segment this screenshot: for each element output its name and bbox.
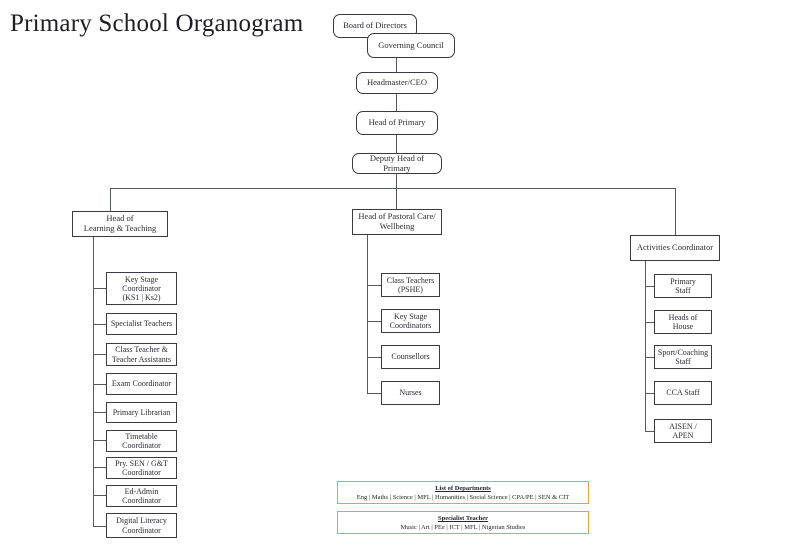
connector-head-primary-to-deputy <box>396 135 397 153</box>
connector-stub-learning-6 <box>93 440 106 441</box>
connector-deputy-to-bus <box>396 174 397 188</box>
node-counsellors[interactable]: Counsellors <box>381 345 440 369</box>
node-label: Primary Staff <box>670 276 696 295</box>
node-label: Governing Council <box>378 39 444 50</box>
node-activities-coordinator[interactable]: Activities Coordinator <box>630 235 720 261</box>
connector-bus-to-activities <box>675 188 676 235</box>
legend-title: Specialist Teacher <box>437 515 488 522</box>
connector-stub-learning-3 <box>93 354 106 355</box>
legend-items: Music | Art | PEe | ICT | MFL | Nigerian… <box>400 524 526 531</box>
connector-stub-activities-3 <box>645 357 654 358</box>
connector-stub-pastoral-4 <box>367 393 381 394</box>
connector-stub-learning-7 <box>93 467 106 468</box>
node-pry-sen-gt-coordinator[interactable]: Pry. SEN / G&T Coordinator <box>106 457 177 479</box>
node-specialist-teachers[interactable]: Specialist Teachers <box>106 313 177 335</box>
node-label: CCA Staff <box>666 388 700 398</box>
node-label: Headmaster/CEO <box>367 77 427 88</box>
node-key-stage-coordinators[interactable]: Key Stage Coordinators <box>381 309 440 333</box>
connector-stub-pastoral-2 <box>367 321 381 322</box>
node-label: Exam Coordinator <box>111 379 172 389</box>
node-digital-literacy-coordinator[interactable]: Digital Literacy Coordinator <box>106 513 177 538</box>
node-key-stage-coordinator[interactable]: Key Stage Coordinator (KS1 | Ks2) <box>106 272 177 305</box>
connector-stub-learning-1 <box>93 288 106 289</box>
node-label: Counsellors <box>391 352 430 362</box>
connector-stub-activities-2 <box>645 322 654 323</box>
connector-stub-pastoral-3 <box>367 357 381 358</box>
node-label: Head of Pastoral Care/ Wellbeing <box>358 211 436 231</box>
node-label: AISEN / APEN <box>669 421 697 440</box>
node-label: Class Teachers (PSHE) <box>386 275 435 294</box>
node-nurses[interactable]: Nurses <box>381 381 440 405</box>
connector-stub-activities-1 <box>645 286 654 287</box>
connector-stub-learning-8 <box>93 495 106 496</box>
node-exam-coordinator[interactable]: Exam Coordinator <box>106 373 177 395</box>
connector-headmaster-to-head-primary <box>396 94 397 111</box>
node-primary-staff[interactable]: Primary Staff <box>654 274 712 298</box>
node-primary-librarian[interactable]: Primary Librarian <box>106 402 177 423</box>
node-sport-coaching-staff[interactable]: Sport/Coaching Staff <box>654 345 712 369</box>
node-head-of-pastoral-care-wellbeing[interactable]: Head of Pastoral Care/ Wellbeing <box>352 209 442 235</box>
node-aisen-apen[interactable]: AISEN / APEN <box>654 419 712 443</box>
node-class-teacher-and-teacher-assistants[interactable]: Class Teacher & Teacher Assistants <box>106 343 177 366</box>
connector-stub-pastoral-1 <box>367 285 381 286</box>
connector-stub-learning-2 <box>93 324 106 325</box>
node-label: Pry. SEN / G&T Coordinator <box>115 458 168 477</box>
node-timetable-coordinator[interactable]: Timetable Coordinator <box>106 430 177 452</box>
connector-stub-activities-5 <box>645 431 654 432</box>
node-class-teachers-pshe[interactable]: Class Teachers (PSHE) <box>381 273 440 297</box>
node-label: Class Teacher & Teacher Assistants <box>111 345 172 364</box>
node-label: Head of Learning & Teaching <box>83 213 157 233</box>
connector-stub-activities-4 <box>645 393 654 394</box>
node-label: Timetable Coordinator <box>122 431 161 450</box>
connector-stub-learning-4 <box>93 384 106 385</box>
connector-pastoral-spine <box>367 235 368 393</box>
legend-items: Eng | Maths | Science | MFL | Humanities… <box>356 494 570 501</box>
connector-bus-to-pastoral <box>396 188 397 209</box>
node-ed-admin-coordinator[interactable]: Ed-Admin Coordinator <box>106 485 177 507</box>
node-head-of-learning-and-teaching[interactable]: Head of Learning & Teaching <box>72 211 168 237</box>
node-label: Key Stage Coordinators <box>389 311 432 330</box>
node-label: Digital Literacy Coordinator <box>116 516 167 535</box>
connector-branch-bus <box>110 188 676 189</box>
node-label: Heads of House <box>668 312 698 331</box>
node-label: Ed-Admin Coordinator <box>122 486 161 505</box>
legend-specialist-teacher: Specialist Teacher Music | Art | PEe | I… <box>337 511 589 534</box>
node-label: Deputy Head of Primary <box>369 152 425 173</box>
connector-bus-to-learning <box>110 188 111 211</box>
node-label: Head of Primary <box>368 117 426 128</box>
connector-stub-learning-5 <box>93 412 106 413</box>
connector-activities-spine <box>645 261 646 431</box>
legend-list-of-departments: List of Departments Eng | Maths | Scienc… <box>337 481 589 504</box>
connector-learning-spine <box>93 237 94 526</box>
node-label: Activities Coordinator <box>636 242 714 253</box>
connector-stub-learning-9 <box>93 526 106 527</box>
connector-governing-to-headmaster <box>396 58 397 72</box>
node-label: Nurses <box>399 388 422 398</box>
node-label: Board of Directors <box>343 20 407 31</box>
node-heads-of-house[interactable]: Heads of House <box>654 310 712 334</box>
node-label: Sport/Coaching Staff <box>657 347 709 366</box>
node-deputy-head-of-primary[interactable]: Deputy Head of Primary <box>352 153 442 174</box>
page-title: Primary School Organogram <box>10 10 304 37</box>
node-label: Key Stage Coordinator (KS1 | Ks2) <box>122 274 161 303</box>
legend-title: List of Departments <box>435 485 491 492</box>
node-headmaster-ceo[interactable]: Headmaster/CEO <box>356 72 438 94</box>
node-label: Primary Librarian <box>112 407 171 417</box>
node-governing-council[interactable]: Governing Council <box>367 33 455 58</box>
node-cca-staff[interactable]: CCA Staff <box>654 381 712 405</box>
node-head-of-primary[interactable]: Head of Primary <box>356 111 438 135</box>
node-label: Specialist Teachers <box>110 319 173 329</box>
